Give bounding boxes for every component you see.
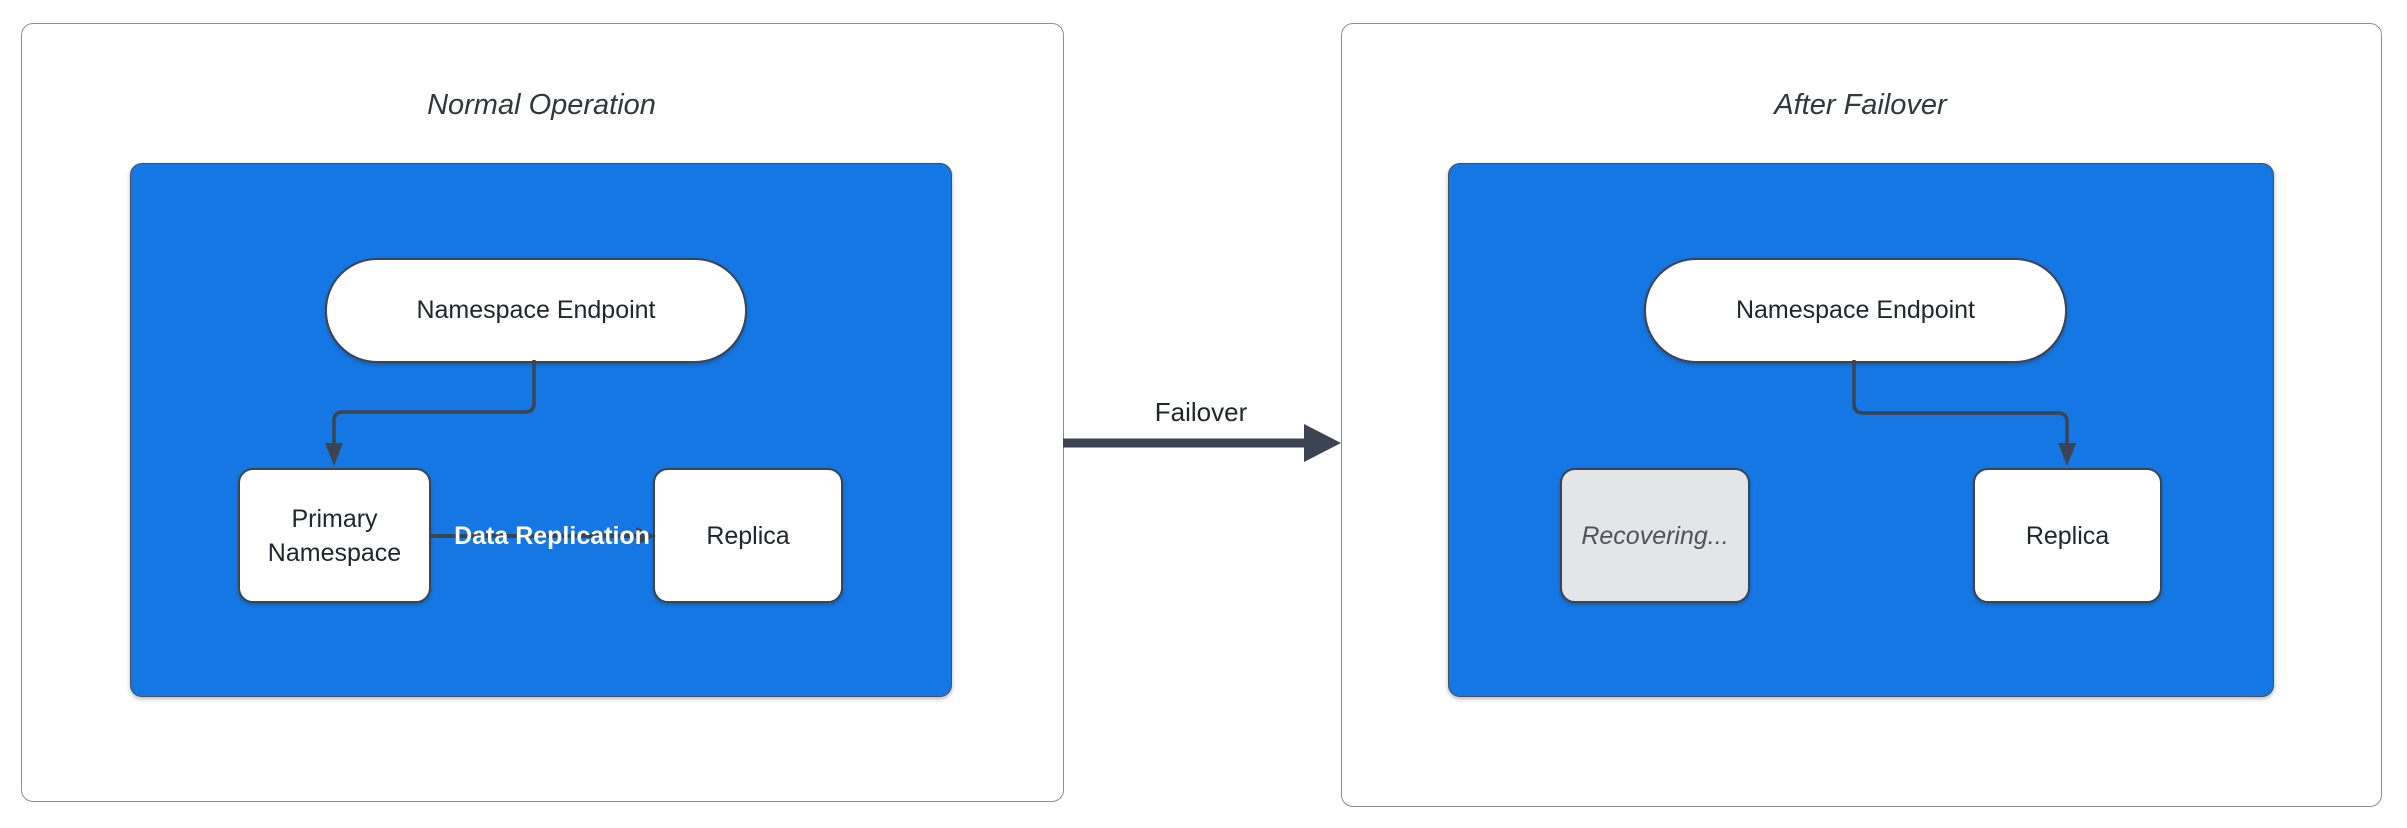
panel-title-after-failover: After Failover <box>1774 89 1947 121</box>
replica-label-right: Replica <box>2025 521 2110 550</box>
failover-label: Failover <box>1154 397 1248 427</box>
cluster-box-normal <box>130 163 952 697</box>
namespace-endpoint-node-right: Namespace Endpoint <box>1644 258 2067 363</box>
primary-namespace-node: Primary Namespace <box>238 468 431 603</box>
cluster-box-after-failover <box>1448 163 2274 697</box>
replica-node-left: Replica <box>653 468 843 603</box>
primary-namespace-label: Primary Namespace <box>267 504 402 567</box>
failover-arrowhead-icon <box>1304 424 1341 462</box>
recovering-node: Recovering... <box>1560 468 1750 603</box>
data-replication-label: Data Replication <box>454 522 650 550</box>
replica-label-left: Replica <box>706 521 790 550</box>
namespace-endpoint-label: Namespace Endpoint <box>416 296 656 324</box>
recovering-label: Recovering... <box>1581 521 1729 550</box>
namespace-endpoint-label-right: Namespace Endpoint <box>1735 296 1976 324</box>
replica-node-right: Replica <box>1973 468 2162 603</box>
namespace-endpoint-node-left: Namespace Endpoint <box>325 258 747 363</box>
panel-title-normal-operation: Normal Operation <box>427 89 656 121</box>
